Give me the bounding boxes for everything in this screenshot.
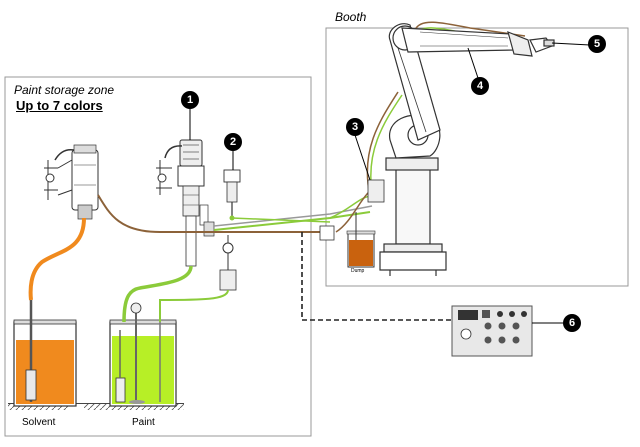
callout-leaders bbox=[189, 42, 591, 324]
callout-3: 3 bbox=[346, 118, 364, 136]
paint-pump bbox=[156, 139, 215, 267]
paint-tank bbox=[109, 300, 177, 407]
booth-frame bbox=[325, 27, 629, 287]
callout-5: 5 bbox=[588, 35, 606, 53]
solvent-label: Solvent bbox=[22, 417, 56, 428]
dump-liquid bbox=[349, 240, 373, 266]
solvent-line bbox=[97, 194, 330, 233]
booth-title: Booth bbox=[335, 10, 367, 24]
callout-4: 4 bbox=[471, 77, 489, 95]
paint-label: Paint bbox=[132, 417, 155, 428]
paint-return-hose bbox=[159, 289, 229, 322]
solvent-tank bbox=[13, 300, 77, 407]
control-panel bbox=[451, 305, 533, 357]
storage-zone-subtitle: Up to 7 colors bbox=[16, 98, 103, 113]
valve-cluster bbox=[219, 235, 237, 291]
dump-bucket bbox=[346, 212, 376, 268]
storage-zone-title: Paint storage zone bbox=[14, 83, 115, 97]
paint-filter bbox=[115, 377, 126, 403]
painting-robot bbox=[379, 23, 555, 276]
callout-6: 6 bbox=[563, 314, 581, 332]
solvent-liquid bbox=[16, 340, 74, 404]
booth-valve-block bbox=[319, 179, 385, 241]
pressure-regulator bbox=[223, 169, 241, 221]
solvent-filter bbox=[25, 369, 37, 401]
callout-1: 1 bbox=[181, 91, 199, 109]
control-signal-link bbox=[301, 232, 452, 321]
paint-suction-hose bbox=[122, 265, 193, 323]
callout-2: 2 bbox=[224, 133, 242, 151]
dump-label: Dump bbox=[351, 268, 365, 274]
floor-line bbox=[8, 403, 184, 404]
solvent-hose bbox=[28, 217, 86, 301]
agitator-motor bbox=[130, 302, 142, 314]
solvent-pump bbox=[44, 144, 99, 220]
